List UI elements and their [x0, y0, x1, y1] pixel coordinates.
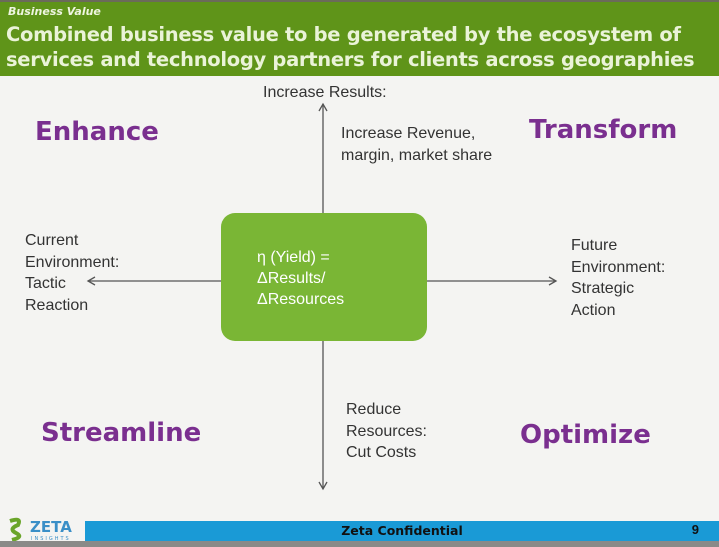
yield-formula: η (Yield) = ΔResults/ ΔResources	[257, 247, 344, 310]
slide-header: Business Value Combined business value t…	[0, 0, 719, 76]
text-line: ΔResources	[257, 291, 345, 308]
text-line: Future	[571, 237, 618, 254]
svg-text:ZETA: ZETA	[30, 518, 72, 536]
text-line: Reduce	[346, 401, 402, 418]
confidential-label: Zeta Confidential	[341, 523, 463, 538]
text-line: Environment:	[25, 253, 120, 271]
quadrant-enhance: Enhance	[35, 117, 159, 147]
footer-bar: Zeta Confidential 9	[85, 521, 719, 541]
text-line: Action	[571, 301, 616, 319]
section-label: Business Value	[8, 5, 101, 18]
text-line: Tactic	[25, 275, 66, 292]
text-line: Reaction	[25, 296, 89, 314]
quadrant-transform: Transform	[529, 115, 678, 145]
zeta-logo: ZETA INSIGHTS	[4, 515, 86, 543]
zeta-logo-icon: ZETA INSIGHTS	[9, 517, 72, 542]
bottom-border	[0, 541, 719, 547]
top-label: Increase Results:	[263, 84, 387, 101]
quadrant-optimize: Optimize	[520, 420, 651, 450]
svg-text:INSIGHTS: INSIGHTS	[31, 536, 71, 542]
left-label: Current Environment: Tactic Reaction	[25, 230, 119, 316]
bottom-label: Reduce Resources: Cut Costs	[346, 399, 427, 464]
text-line: margin, market share	[341, 146, 493, 164]
yield-box: η (Yield) = ΔResults/ ΔResources	[221, 213, 427, 341]
page-number: 9	[691, 522, 699, 537]
top-detail: Increase Revenue, margin, market share	[341, 123, 492, 166]
text-line: Current	[25, 232, 79, 249]
text-line: Strategic	[571, 280, 635, 297]
right-label: Future Environment: Strategic Action	[571, 235, 665, 321]
text-line: Cut Costs	[346, 444, 417, 461]
text-line: Increase Revenue,	[341, 125, 476, 142]
text-line: Environment:	[571, 258, 666, 276]
slide-title: Combined business value to be generated …	[6, 23, 695, 71]
text-line: Resources:	[346, 422, 427, 440]
text-line: ΔResults/	[257, 270, 326, 287]
quadrant-streamline: Streamline	[41, 418, 202, 448]
text-line: η (Yield) =	[257, 249, 330, 266]
